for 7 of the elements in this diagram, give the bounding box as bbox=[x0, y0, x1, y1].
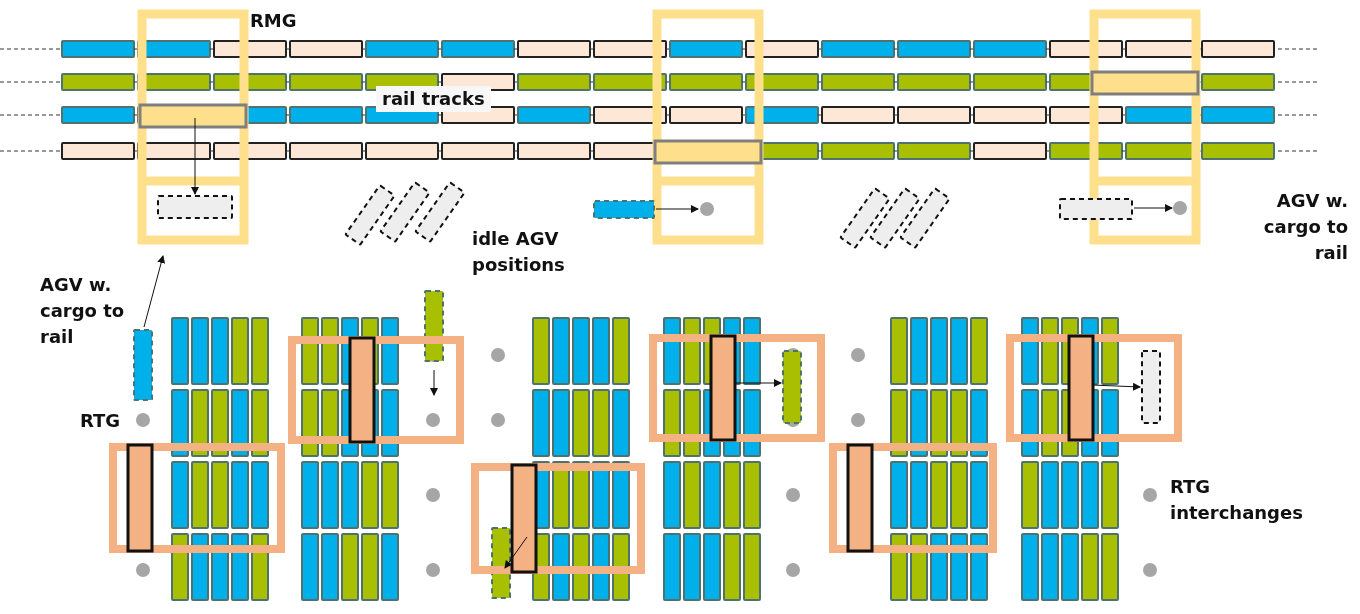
rtg-interchanges-label: RTG interchanges bbox=[1170, 475, 1304, 525]
agv-cargo-to-rail-label: AGV w. cargo to rail bbox=[40, 273, 126, 349]
rtg-label: RTG bbox=[80, 409, 121, 433]
idle-agv-positions-label: idle AGV positions bbox=[472, 227, 566, 277]
rmg-label: RMG bbox=[250, 9, 297, 33]
agv-cargo-to-rail-label: AGV w. cargo to rail bbox=[1262, 189, 1348, 265]
rail-tracks-label: rail tracks bbox=[376, 86, 491, 112]
